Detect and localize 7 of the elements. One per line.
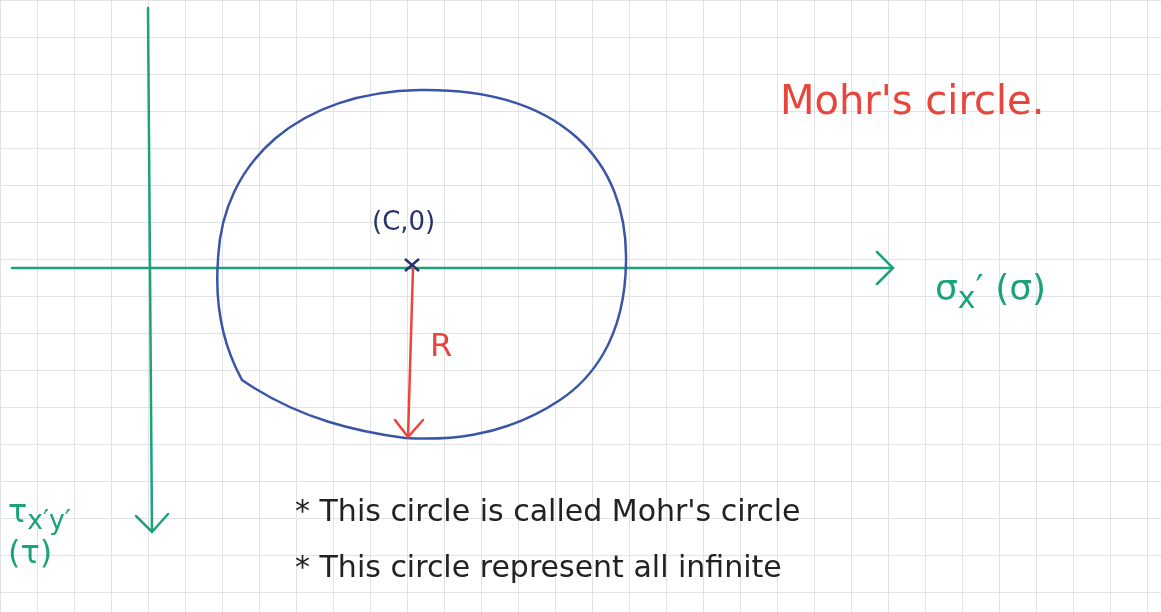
axis-label: τ$_{x′y′}$ (τ) [8,494,72,570]
point-label: (C,0) [372,207,436,236]
note-text: * This circle represent all infinite [295,550,782,583]
radius-label: R [430,328,453,364]
title: Mohr's circle. [780,78,1045,122]
axis-label: σ$_{x}$′ (σ) [935,268,1047,315]
note-text: * This circle is called Mohr's circle [295,494,801,527]
